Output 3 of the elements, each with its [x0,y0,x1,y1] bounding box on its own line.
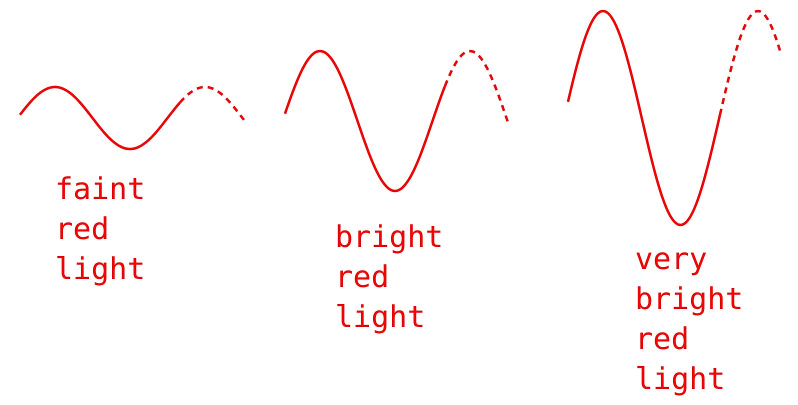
wave-caption: very bright red light [635,241,744,399]
wave-caption: faint red light [55,171,146,289]
wave-caption: bright red light [335,219,444,337]
